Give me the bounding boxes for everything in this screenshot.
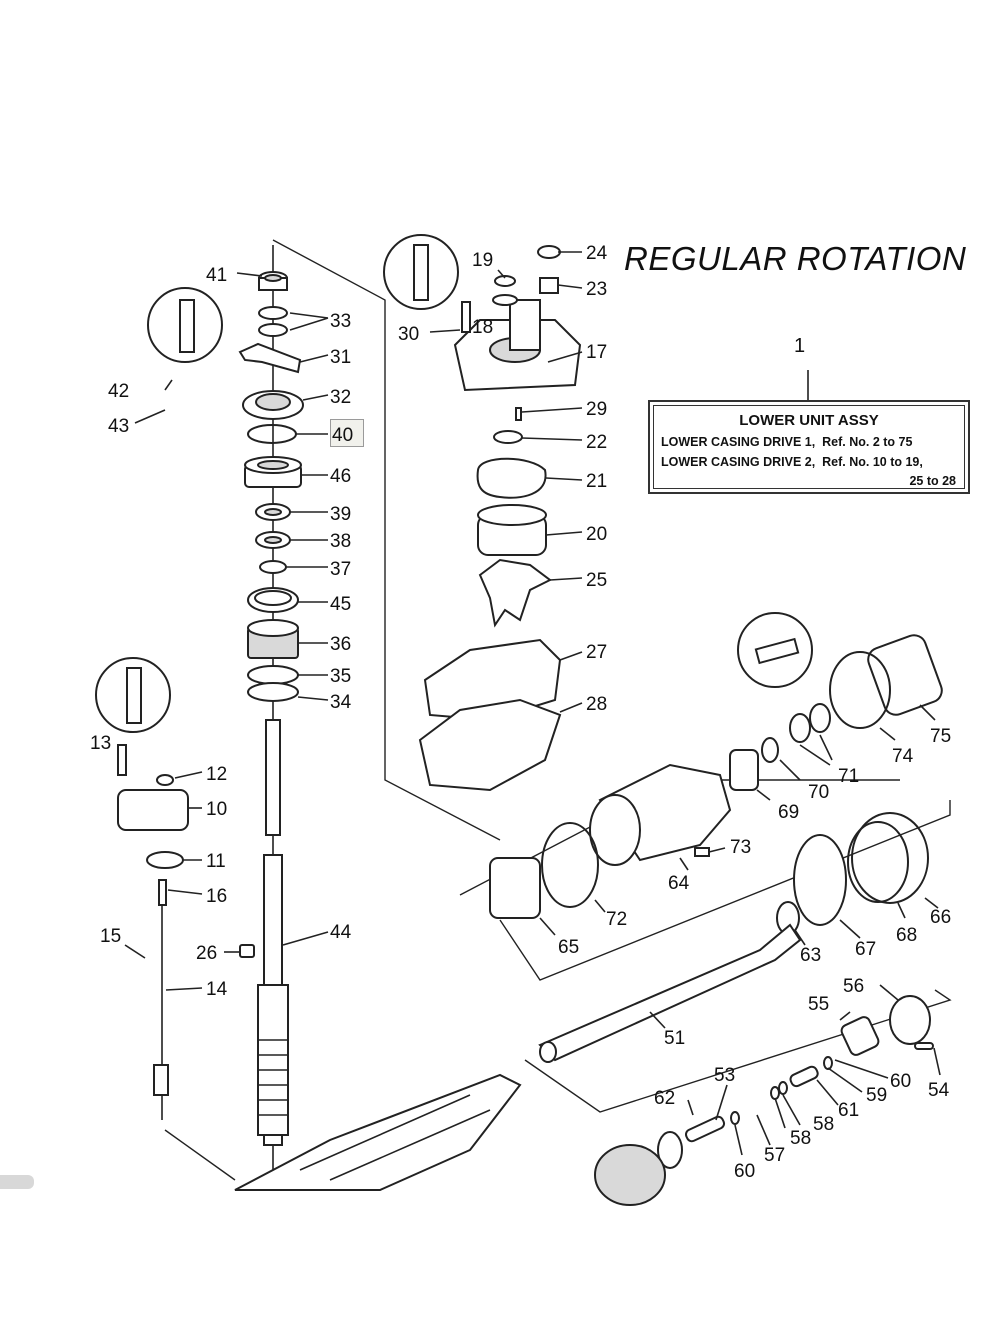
callout-29: 29 xyxy=(586,399,607,420)
callout-20: 20 xyxy=(586,524,607,545)
callout-42: 42 xyxy=(108,381,129,402)
assembly-box-title: LOWER UNIT ASSY xyxy=(739,412,879,429)
callout-14: 14 xyxy=(206,979,228,1000)
callout-61: 61 xyxy=(838,1100,859,1121)
drive-shaft-stack xyxy=(238,245,304,1190)
callout-17: 17 xyxy=(586,342,607,363)
callout-23: 23 xyxy=(586,279,607,300)
callout-25: 25 xyxy=(586,570,607,591)
callout-58b: 58 xyxy=(790,1128,811,1149)
callout-21: 21 xyxy=(586,471,607,492)
callout-45: 45 xyxy=(330,594,351,615)
callout-70: 70 xyxy=(808,782,829,803)
callout-44: 44 xyxy=(330,922,352,943)
gear-case-assembly xyxy=(489,634,943,1206)
callout-67: 67 xyxy=(855,939,876,960)
callout-43: 43 xyxy=(108,416,129,437)
callout-65: 65 xyxy=(558,937,579,958)
callout-69: 69 xyxy=(778,802,799,823)
callout-38: 38 xyxy=(330,531,351,552)
assembly-info-box: LOWER UNIT ASSY LOWER CASING DRIVE 1, Re… xyxy=(648,400,970,494)
callout-15: 15 xyxy=(100,926,121,947)
callout-16: 16 xyxy=(206,886,227,907)
callout-68: 68 xyxy=(896,925,917,946)
callout-34: 34 xyxy=(330,692,352,713)
callout-37: 37 xyxy=(330,559,351,580)
callout-26: 26 xyxy=(196,943,217,964)
callout-71: 71 xyxy=(838,766,859,787)
boundary-lines xyxy=(164,239,952,1181)
callout-58: 58 xyxy=(813,1114,834,1135)
callout-73: 73 xyxy=(730,837,751,858)
callout-46: 46 xyxy=(330,466,351,487)
callout-53: 53 xyxy=(714,1065,735,1086)
callout-30: 30 xyxy=(398,324,419,345)
callout-66: 66 xyxy=(930,907,951,928)
callout-51: 51 xyxy=(664,1028,685,1049)
assembly-box-line-1: LOWER CASING DRIVE 1, Ref. No. 2 to 75 xyxy=(661,435,913,449)
callout-32: 32 xyxy=(330,387,351,408)
callout-60: 60 xyxy=(890,1071,911,1092)
callout-22: 22 xyxy=(586,432,607,453)
callout-19: 19 xyxy=(472,250,493,271)
callout-28: 28 xyxy=(586,694,607,715)
leader-lines xyxy=(124,251,941,1156)
assembly-box-line-2: LOWER CASING DRIVE 2, Ref. No. 10 to 19, xyxy=(661,455,923,469)
callout-41: 41 xyxy=(206,265,227,286)
callout-72: 72 xyxy=(606,909,627,930)
lower-casing xyxy=(234,1073,522,1191)
water-pump-assembly xyxy=(418,245,582,792)
callout-54: 54 xyxy=(928,1080,950,1101)
callout-24: 24 xyxy=(586,243,608,264)
callout-56: 56 xyxy=(843,976,864,997)
callout-33: 33 xyxy=(330,311,351,332)
callout-74: 74 xyxy=(892,746,914,767)
callout-12: 12 xyxy=(206,764,227,785)
callout-18: 18 xyxy=(472,317,493,338)
shift-rod-assembly xyxy=(117,744,255,1120)
callout-27: 27 xyxy=(586,642,607,663)
callout-labels: 41 33 31 42 32 43 46 39 38 37 45 36 35 3… xyxy=(90,243,951,1182)
detail-bubbles xyxy=(95,234,813,733)
callout-57: 57 xyxy=(764,1145,785,1166)
callout-10: 10 xyxy=(206,799,227,820)
callout-59: 59 xyxy=(866,1085,887,1106)
callout-11: 11 xyxy=(206,851,226,872)
callout-64: 64 xyxy=(668,873,690,894)
callout-63: 63 xyxy=(800,945,821,966)
assembly-box-line-3: 25 to 28 xyxy=(909,474,956,488)
callout-35: 35 xyxy=(330,666,351,687)
diagram-title: REGULAR ROTATION xyxy=(624,240,967,277)
callout-39: 39 xyxy=(330,504,351,525)
assembly-ref-number: 1 xyxy=(794,335,806,357)
callout-36: 36 xyxy=(330,634,351,655)
scroll-handle[interactable] xyxy=(0,1175,34,1189)
callout-62: 62 xyxy=(654,1088,675,1109)
highlighted-part-marker xyxy=(330,419,364,447)
callout-31: 31 xyxy=(330,347,351,368)
callout-55: 55 xyxy=(808,994,829,1015)
callout-13: 13 xyxy=(90,733,111,754)
callout-60b: 60 xyxy=(734,1161,755,1182)
callout-40: 40 xyxy=(332,425,353,446)
callout-75: 75 xyxy=(930,726,951,747)
